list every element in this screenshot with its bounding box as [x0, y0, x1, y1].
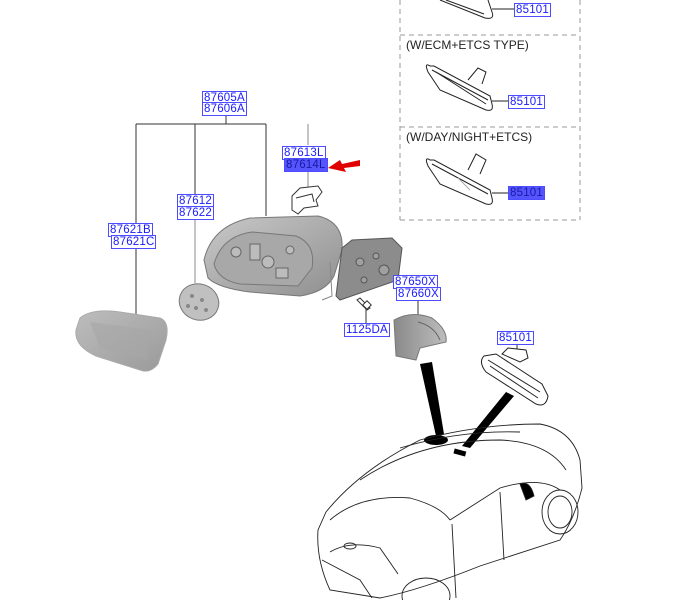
- part-label-85101-variant-2[interactable]: 85101: [508, 95, 545, 109]
- part-label-85101-variant-1[interactable]: 85101: [514, 3, 551, 17]
- actuator-part: [291, 185, 323, 215]
- mirror-glass: [75, 310, 168, 372]
- location-pointers: [420, 362, 514, 457]
- inside-mirror-variant-2: [425, 64, 510, 111]
- part-label-87606a[interactable]: 87606A: [202, 102, 247, 116]
- vehicle-outline: [317, 423, 583, 600]
- outside-mirror-housing: [203, 215, 343, 301]
- part-label-87650x[interactable]: 87650X: [393, 275, 438, 289]
- variant-caption-day-night: (W/DAY/NIGHT+ETCS): [406, 130, 533, 144]
- part-label-85101-main[interactable]: 85101: [497, 331, 534, 345]
- part-label-87613l[interactable]: 87613L: [282, 146, 326, 160]
- part-label-1125da[interactable]: 1125DA: [344, 323, 390, 337]
- part-label-87622[interactable]: 87622: [177, 206, 214, 220]
- part-label-87605a[interactable]: 87605A: [202, 91, 247, 105]
- inside-mirror-main: [480, 347, 549, 406]
- part-label-85101-variant-3[interactable]: 85101: [508, 186, 545, 200]
- variant-caption-ecm: (W/ECM+ETCS TYPE): [406, 38, 529, 52]
- inside-mirror-variant-1: [439, 0, 514, 19]
- mirror-base: [335, 237, 403, 301]
- inside-mirror-variant-3: [425, 153, 510, 205]
- mirror-actuator-motor: [178, 283, 220, 321]
- mirror-cover: [393, 314, 447, 361]
- variant-box: [399, 0, 581, 221]
- part-label-87621b[interactable]: 87621B: [108, 223, 153, 237]
- red-pointer-arrow-icon: [328, 160, 360, 172]
- part-label-87621c[interactable]: 87621C: [111, 235, 157, 249]
- part-label-87660x[interactable]: 87660X: [396, 287, 441, 301]
- part-label-87614l[interactable]: 87614L: [284, 158, 328, 172]
- screw-part: [356, 297, 372, 311]
